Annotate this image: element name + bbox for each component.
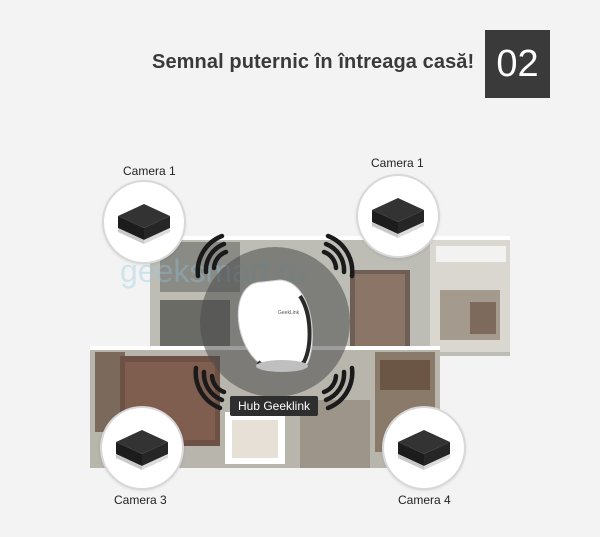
camera-4-circle — [384, 408, 464, 488]
step-number-badge: 02 — [485, 30, 550, 98]
camera-label: Camera 3 — [114, 493, 167, 507]
hub-device-icon: GeekLink — [237, 279, 313, 372]
hub-label: Hub Geeklink — [230, 396, 318, 416]
camera-1-right-circle — [358, 176, 438, 256]
camera-device-icon — [398, 430, 450, 470]
signal-waves — [193, 233, 355, 411]
camera-label: Camera 1 — [371, 156, 424, 170]
camera-1-left-circle — [104, 182, 184, 262]
camera-device-icon — [116, 430, 168, 470]
camera-device-icon — [372, 198, 424, 238]
camera-device-icon — [118, 204, 170, 244]
camera-label: Camera 4 — [398, 493, 451, 507]
svg-text:GeekLink: GeekLink — [278, 310, 300, 316]
camera-label: Camera 1 — [123, 164, 176, 178]
camera-3-circle — [102, 408, 182, 488]
headline: Semnal puternic în întreaga casă! — [152, 51, 475, 73]
